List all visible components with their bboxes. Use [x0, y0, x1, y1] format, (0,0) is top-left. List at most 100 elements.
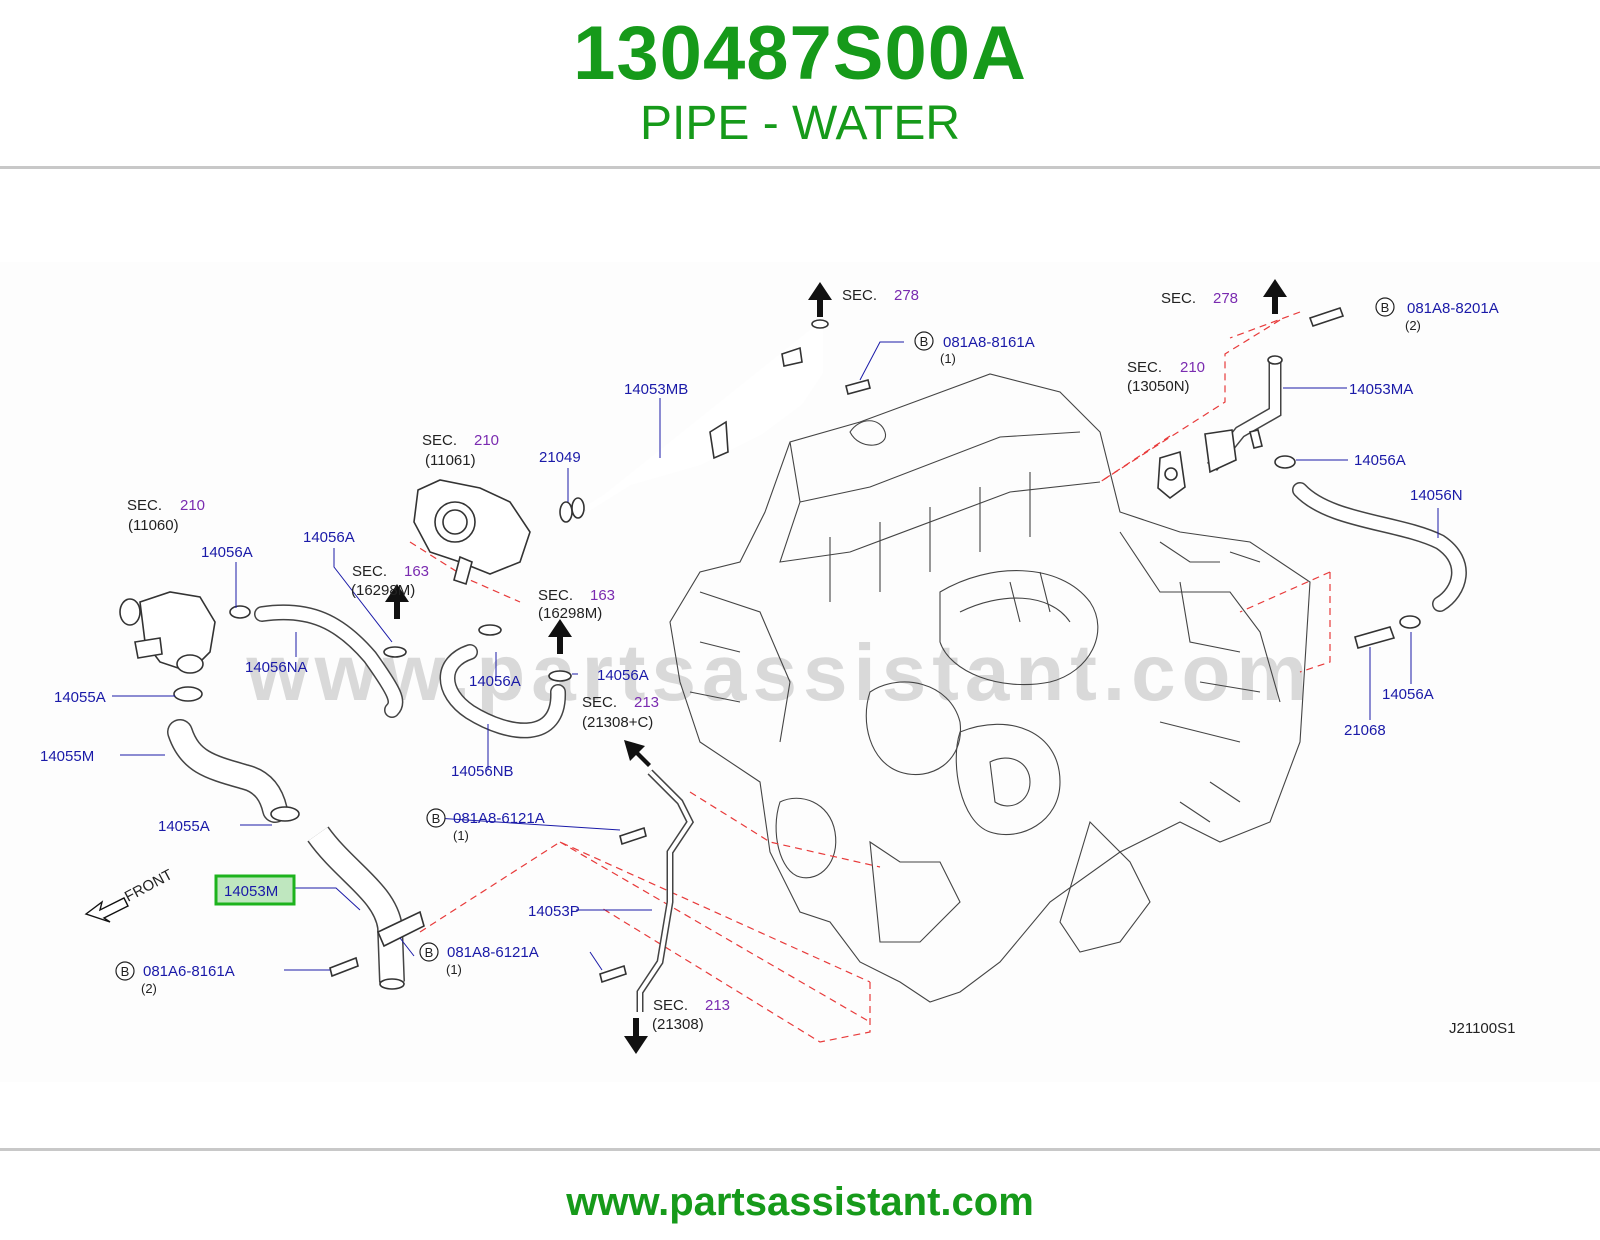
- water-inlet-11060: [119, 591, 216, 674]
- part-number-labels: 14053MB 14053MA 21049 14056A 14056N 1405…: [40, 381, 1463, 920]
- sec-word: SEC.: [127, 497, 162, 514]
- sec-word: SEC.: [538, 587, 573, 604]
- highlighted-part-14053M[interactable]: 14053M: [214, 874, 296, 906]
- sec-number: 213: [634, 694, 659, 711]
- sec-ref-210-a[interactable]: SEC. 210 (13050N): [1127, 359, 1205, 395]
- bolt-qty: (2): [1405, 318, 1421, 333]
- bolt-badge-icon: [115, 961, 135, 981]
- bolt-callout-081A8-6121A-a[interactable]: B 081A8-6121A (1): [426, 808, 545, 843]
- bolt-callout-081A8-8161A[interactable]: B 081A8-8161A (1): [914, 331, 1035, 366]
- sec-number: 163: [590, 587, 615, 604]
- part-label[interactable]: 14056N: [1410, 487, 1463, 504]
- bolt-badge-letter: B: [121, 964, 130, 979]
- sec-ref-163-a[interactable]: SEC. 163 (16298M): [351, 563, 429, 599]
- bolt-callout-081A8-6121A-b[interactable]: B 081A8-6121A (1): [419, 942, 539, 977]
- sec-sub: (16298M): [538, 605, 602, 622]
- sec-sub: (21308): [652, 1016, 704, 1033]
- part-label[interactable]: 14056A: [303, 529, 355, 546]
- bolt-badge-letter: B: [1381, 300, 1390, 315]
- bolt-badge-icon: [1375, 297, 1395, 317]
- assembly-leaders: [409, 311, 1331, 1043]
- sec-number: 213: [705, 997, 730, 1014]
- part-label[interactable]: 14056A: [469, 673, 521, 690]
- part-description: PIPE - WATER: [639, 97, 960, 150]
- pipe-14053M: [307, 826, 425, 990]
- bolt-code: 081A8-6121A: [453, 810, 545, 827]
- sec-ref-163-b[interactable]: SEC. 163 (16298M): [538, 587, 615, 622]
- header-divider: [0, 166, 1600, 169]
- sec-number: 163: [404, 563, 429, 580]
- gasket-13050N: [1157, 450, 1186, 500]
- gasket-21049: [559, 497, 585, 523]
- sec-ref-278-a[interactable]: SEC. 278: [842, 287, 919, 304]
- bolt-badge-letter: B: [432, 811, 441, 826]
- sec-number: 278: [1213, 290, 1238, 307]
- engine-block-illustration: [669, 373, 1311, 1003]
- sec-ref-213-a[interactable]: SEC. 213 (21308+C): [582, 694, 659, 731]
- sec-word: SEC.: [1161, 290, 1196, 307]
- bolt-badge-icon: [914, 331, 934, 351]
- bolt-qty: (1): [940, 351, 956, 366]
- bolt-badge-icon: [426, 808, 446, 828]
- part-label[interactable]: 14056NA: [245, 659, 308, 676]
- bolt-badge-letter: B: [425, 945, 434, 960]
- sec-number: 210: [180, 497, 205, 514]
- part-label[interactable]: 14055M: [40, 748, 94, 765]
- sec-word: SEC.: [422, 432, 457, 449]
- sec-sub: (21308+C): [582, 714, 653, 731]
- sec-sub: (13050N): [1127, 378, 1190, 395]
- part-label[interactable]: 21068: [1344, 722, 1386, 739]
- part-label[interactable]: 14056A: [597, 667, 649, 684]
- highlighted-part-label[interactable]: 14053M: [224, 883, 278, 900]
- parts-diagram: www.partsassistant.com: [0, 262, 1600, 1082]
- part-label[interactable]: 14056A: [1354, 452, 1406, 469]
- bolt-qty: (1): [446, 962, 462, 977]
- hose-14056NB: [439, 644, 566, 739]
- sec-word: SEC.: [582, 694, 617, 711]
- pipe-14053P: [636, 769, 695, 1012]
- sec-ref-210-b[interactable]: SEC. 210 (11061): [422, 432, 499, 469]
- diagram-code: J21100S1: [1449, 1020, 1515, 1037]
- pipe-14053MA: [1204, 355, 1283, 474]
- part-label[interactable]: 21049: [539, 449, 581, 466]
- diagram-svg: www.partsassistant.com: [40, 279, 1515, 1054]
- bolt-badge-icon: [419, 942, 439, 962]
- sec-ref-210-c[interactable]: SEC. 210 (11060): [127, 497, 205, 534]
- hose-clamps: [173, 455, 1421, 822]
- highlight-box: [214, 874, 296, 906]
- bolt-code: 081A8-6121A: [447, 944, 539, 961]
- sec-ref-213-b[interactable]: SEC. 213 (21308): [652, 997, 730, 1033]
- bolt-callout-081A6-8161A[interactable]: B 081A6-8161A (2): [115, 961, 235, 996]
- part-label[interactable]: 14055A: [54, 689, 106, 706]
- connector-21068: [1354, 626, 1396, 649]
- bolt-badge-letter: B: [920, 334, 929, 349]
- thermostat-housing-11061: [413, 479, 531, 586]
- bolt-callouts: B 081A8-8201A (2) B 081A8-8161A (1) B 08…: [115, 297, 1499, 996]
- footer-divider: [0, 1148, 1600, 1151]
- direction-arrows: [385, 279, 1287, 1054]
- part-label[interactable]: 14056A: [1382, 686, 1434, 703]
- part-label[interactable]: 14055A: [158, 818, 210, 835]
- part-label[interactable]: 14053MA: [1349, 381, 1413, 398]
- part-label[interactable]: 14056NB: [451, 763, 514, 780]
- sec-sub: (11061): [425, 452, 476, 469]
- bolt-code: 081A8-8161A: [943, 334, 1035, 351]
- sec-word: SEC.: [842, 287, 877, 304]
- sec-ref-278-b[interactable]: SEC. 278: [1161, 290, 1238, 307]
- bolt-drawings: [329, 306, 1345, 984]
- part-number-title: 130487S00A: [573, 11, 1027, 96]
- footer-website-link[interactable]: www.partsassistant.com: [566, 1180, 1034, 1224]
- sec-number: 278: [894, 287, 919, 304]
- bolt-code: 081A8-8201A: [1407, 300, 1499, 317]
- sec-word: SEC.: [653, 997, 688, 1014]
- sec-number: 210: [1180, 359, 1205, 376]
- part-label[interactable]: 14053P: [528, 903, 580, 920]
- part-label[interactable]: 14056A: [201, 544, 253, 561]
- pipe-14053MB: [583, 319, 829, 513]
- label-leader-lines: [112, 341, 1439, 971]
- bolt-callout-081A8-8201A[interactable]: B 081A8-8201A (2): [1375, 297, 1499, 333]
- hose-14056NA: [254, 604, 404, 718]
- part-label[interactable]: 14053MB: [624, 381, 688, 398]
- sec-sub: (16298M): [351, 582, 415, 599]
- hose-14056N: [1292, 482, 1467, 612]
